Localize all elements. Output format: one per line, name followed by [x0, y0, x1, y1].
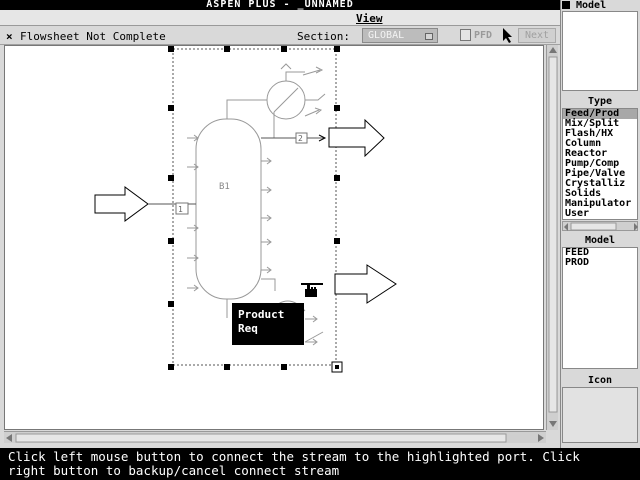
port-label-1: 1 — [178, 205, 183, 214]
model-header: Model — [562, 0, 640, 11]
column-vessel — [195, 118, 262, 300]
message-line-1: Click left mouse button to connect the s… — [8, 449, 580, 464]
status-x-icon: × — [6, 30, 13, 43]
type-item[interactable]: Solids — [565, 188, 602, 199]
flowsheet-canvas[interactable]: 2 B1 1 — [4, 45, 544, 430]
hand-cursor-icon — [305, 284, 317, 297]
feed-arrow — [94, 186, 149, 222]
models-title: Model — [584, 235, 616, 246]
next-button[interactable]: Next — [518, 28, 556, 43]
icon-title: Icon — [587, 375, 613, 386]
product-arrow-top — [328, 118, 385, 158]
block-label: B1 — [219, 182, 230, 192]
dropdown-icon — [425, 33, 433, 40]
menu-view[interactable]: View — [356, 12, 383, 25]
pfd-checkbox[interactable] — [460, 29, 471, 41]
menu-bar — [0, 10, 560, 26]
type-title: Type — [587, 96, 613, 107]
tooltip-line-2: Req — [238, 322, 258, 335]
flowsheet-status: Flowsheet Not Complete — [20, 30, 166, 43]
selection-handles — [168, 46, 343, 373]
canvas-horizontal-scrollbar[interactable] — [4, 431, 546, 443]
port-1 — [175, 202, 189, 215]
type-item[interactable]: Pipe/Valve — [565, 168, 626, 179]
type-item[interactable]: Pump/Comp — [565, 158, 620, 169]
canvas-vertical-scrollbar[interactable] — [546, 45, 558, 430]
tooltip-line-1: Product — [238, 308, 285, 321]
model-item[interactable]: FEED — [565, 247, 590, 258]
type-item[interactable]: Reactor — [565, 148, 608, 159]
type-item[interactable]: Flash/HX — [565, 128, 614, 139]
model-item[interactable]: PROD — [565, 257, 590, 268]
pfd-label: PFD — [474, 30, 493, 41]
flowsheet-drawing: 2 B1 1 — [94, 46, 397, 373]
type-list-scrollbar[interactable] — [562, 221, 638, 231]
port-2 — [295, 132, 308, 144]
select-mode-icon[interactable] — [500, 27, 515, 44]
type-item[interactable]: Feed/Prod — [563, 109, 637, 119]
window-title: ASPEN PLUS - _UNNAMED — [0, 0, 560, 10]
section-label: Section: — [297, 30, 350, 43]
product-arrow-bottom — [334, 264, 397, 304]
type-item[interactable]: User — [565, 208, 590, 219]
panel-menu-icon[interactable] — [562, 1, 570, 9]
type-item[interactable]: Crystalliz — [565, 178, 626, 189]
section-select[interactable]: GLOBAL — [362, 28, 438, 43]
port-label-2: 2 — [298, 134, 303, 143]
section-value: GLOBAL — [368, 30, 405, 41]
model-title: Model — [576, 0, 607, 11]
type-item[interactable]: Mix/Split — [565, 118, 620, 129]
overhead-line — [226, 99, 267, 119]
type-item[interactable]: Column — [565, 138, 602, 149]
port-tooltip: Product Req — [232, 303, 304, 345]
selection-box — [172, 48, 337, 366]
message-bar: Click left mouse button to connect the s… — [0, 448, 640, 480]
message-line-2: right button to backup/cancel connect st… — [8, 463, 340, 478]
type-item[interactable]: Manipulator — [565, 198, 632, 209]
icon-preview — [562, 387, 638, 443]
model-preview — [562, 11, 638, 91]
